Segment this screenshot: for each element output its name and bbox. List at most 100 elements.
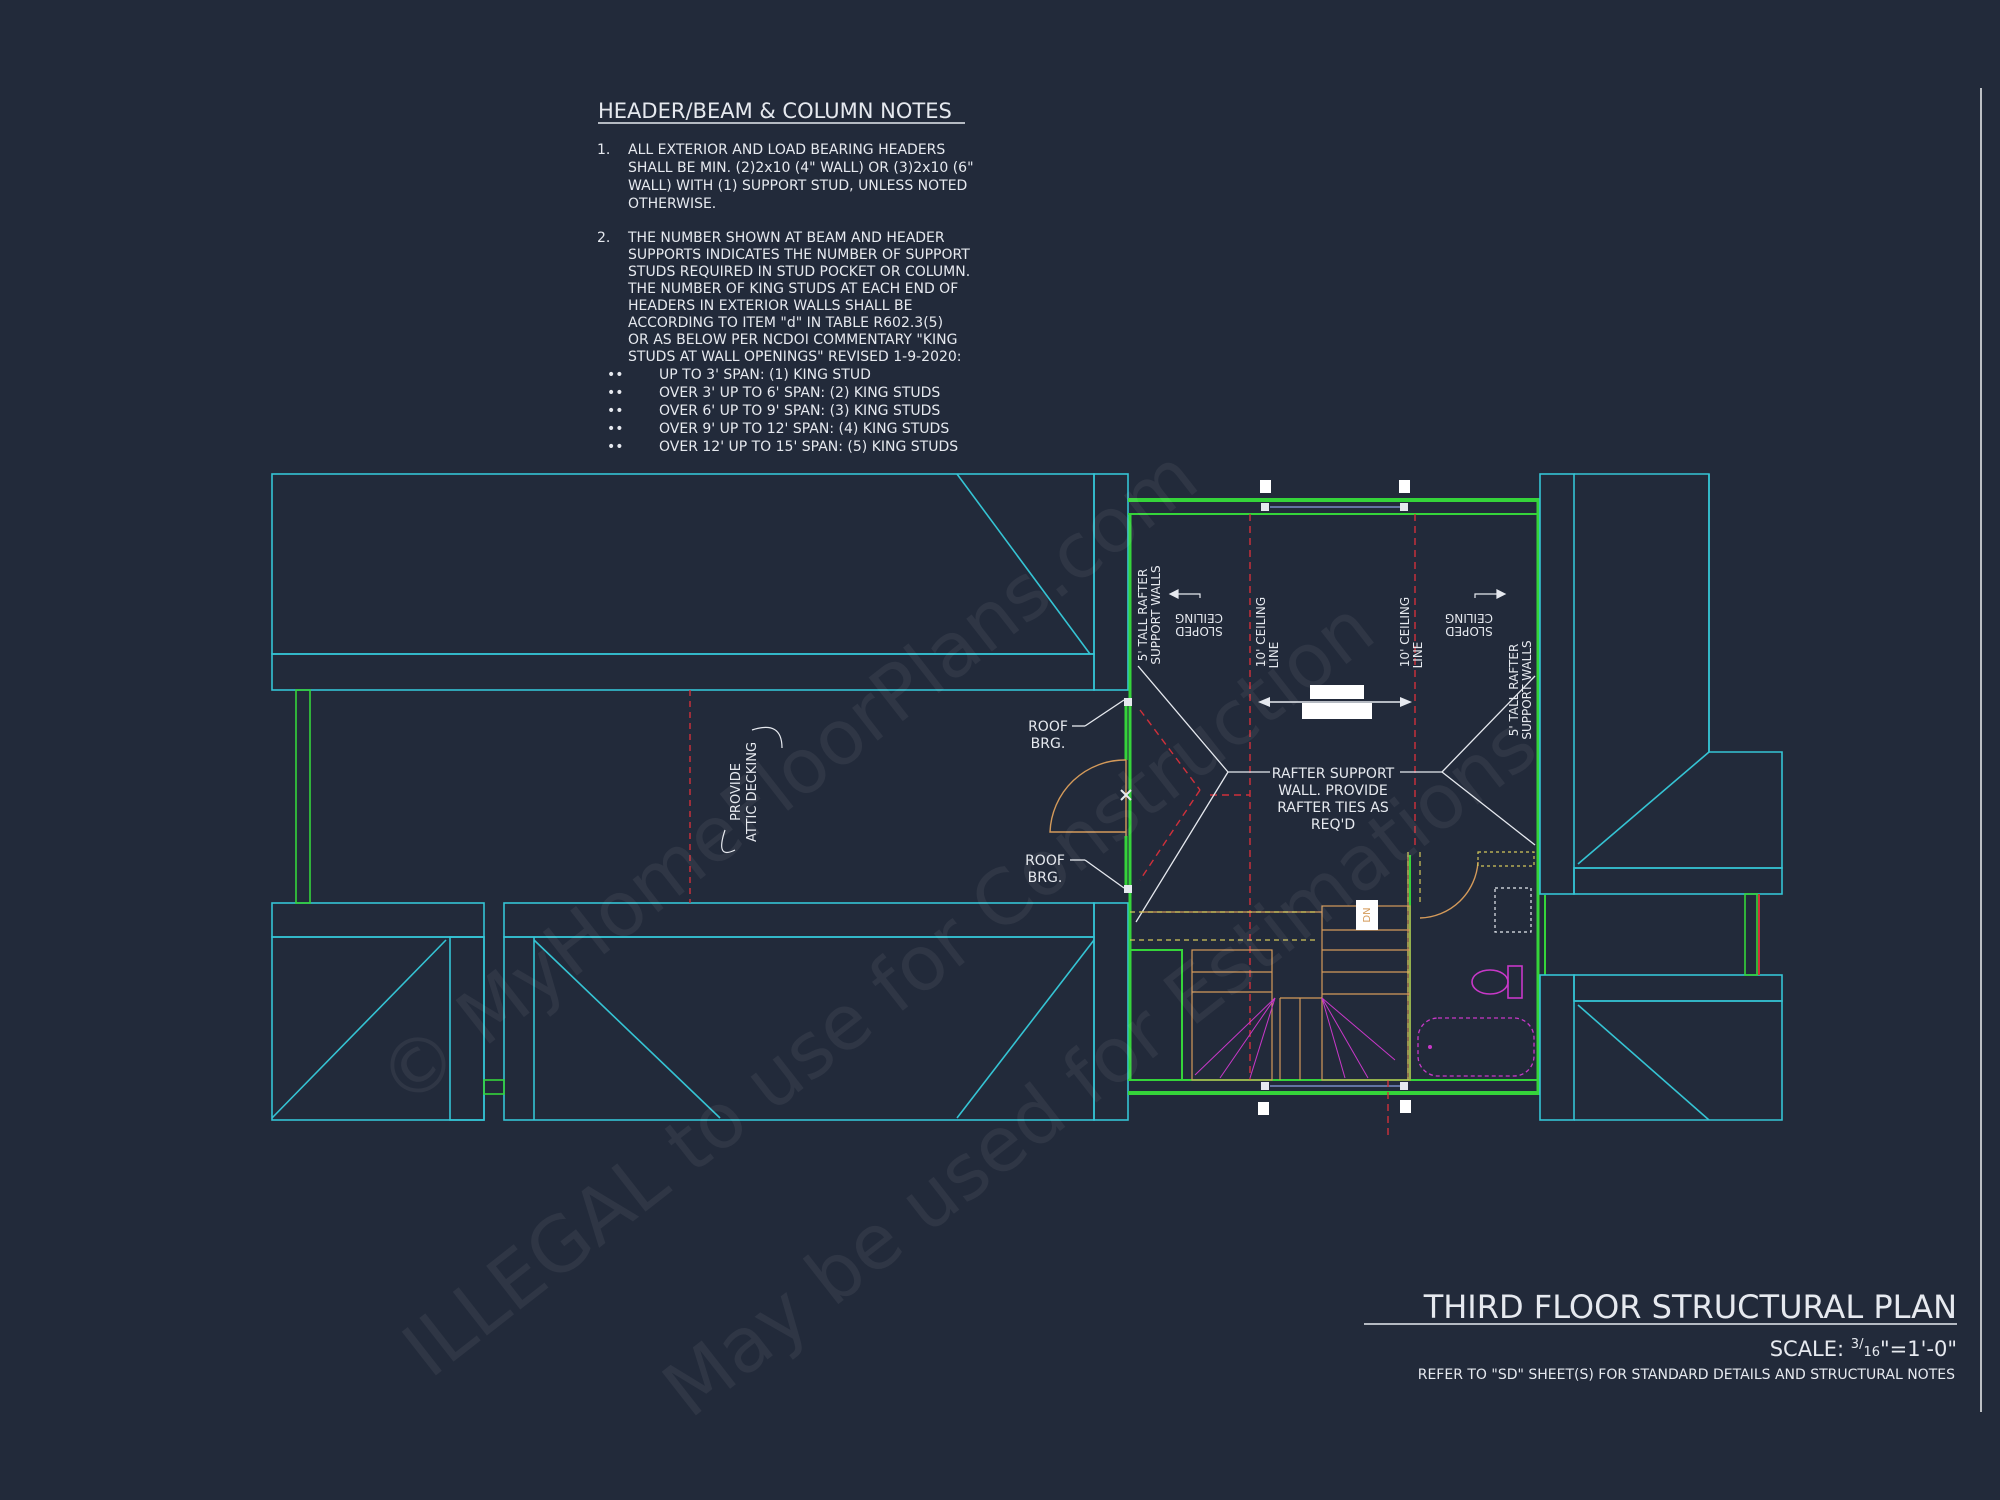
slope-arrow-head	[1168, 589, 1179, 599]
hip-line	[956, 473, 1091, 655]
small-wall-stub	[483, 1079, 505, 1095]
slope-arrow	[1474, 593, 1503, 598]
scale-suffix: "=1'-0"	[1880, 1337, 1957, 1361]
door-swing	[1419, 861, 1479, 919]
hip-line	[956, 939, 1095, 1119]
right-upper-eave	[1573, 867, 1783, 895]
winder-line	[1219, 997, 1276, 1079]
refer-note: REFER TO "SD" SHEET(S) FOR STANDARD DETA…	[1418, 1367, 1955, 1383]
slope-arrow-head	[1496, 589, 1507, 599]
stair-dn-marker: DN	[1356, 900, 1378, 930]
decking-arrow	[751, 726, 783, 749]
bullet-text: UP TO 3' SPAN: (1) KING STUD	[659, 367, 871, 383]
note-2-line: THE NUMBER OF KING STUDS AT EACH END OF	[627, 281, 958, 297]
span-arrow-head	[1258, 697, 1270, 707]
ceiling-line-left-label: LINE	[1267, 642, 1281, 669]
stair-dn-label: DN	[1362, 907, 1373, 922]
note-1-text: ALL EXTERIOR AND LOAD BEARING HEADERS SH…	[628, 142, 974, 212]
sloped-ceiling-left-label: CEILING	[1175, 611, 1223, 625]
beam-lines	[1130, 852, 1421, 1080]
roof-brg-label-upper: BRG.	[1031, 736, 1066, 752]
winder-line	[1321, 997, 1369, 1079]
roof-brg-label-upper: ROOF	[1028, 719, 1068, 735]
winder-line	[1321, 997, 1396, 1061]
scale-label: SCALE: 3/16"=1'-0"	[1770, 1337, 1957, 1361]
stair-outline	[1191, 949, 1273, 1081]
note-2-line: STUDS AT WALL OPENINGS" REVISED 1-9-2020…	[628, 349, 962, 365]
rafter-support-note: REQ'D	[1311, 817, 1355, 833]
drawing-title: THIRD FLOOR STRUCTURAL PLAN	[1423, 1288, 1957, 1326]
bullet-text: OVER 6' UP TO 9' SPAN: (3) KING STUDS	[659, 403, 940, 419]
beam-tag	[1310, 685, 1364, 699]
hip-line	[1577, 751, 1710, 865]
leader-line	[1441, 771, 1536, 846]
leader-line	[1084, 859, 1125, 889]
closet-wall	[1129, 949, 1183, 1081]
right-wall-stub	[1744, 893, 1760, 976]
roof-brg-post	[1124, 885, 1132, 893]
window-tag	[1400, 1100, 1411, 1113]
attic-walls	[295, 689, 505, 1095]
roof-brg-label-lower: ROOF	[1025, 853, 1065, 869]
stair-winders	[1194, 997, 1396, 1079]
bathtub	[1417, 1017, 1535, 1077]
winder-line	[1194, 997, 1276, 1076]
leader-line	[1137, 665, 1229, 773]
note-1-line: OTHERWISE.	[628, 196, 716, 212]
bullet-marker: ••	[607, 367, 624, 383]
header-post	[1261, 1082, 1269, 1090]
left-roof-outlines	[271, 473, 1129, 1121]
rafter-support-note: RAFTER TIES AS	[1277, 800, 1389, 816]
scale-numerator: 3	[1851, 1337, 1859, 1352]
note-2-line: HEADERS IN EXTERIOR WALLS SHALL BE	[628, 298, 912, 314]
note-2-line: SUPPORTS INDICATES THE NUMBER OF SUPPORT	[628, 247, 970, 263]
diagonal-dash	[1139, 789, 1201, 881]
bullet-text: OVER 12' UP TO 15' SPAN: (5) KING STUDS	[659, 439, 958, 455]
lower-left-eave-band	[271, 902, 485, 938]
right-roof-column	[1539, 473, 1575, 895]
right-roof-outlines	[1539, 473, 1783, 1121]
attic-decking-label: PROVIDE	[729, 763, 744, 821]
sloped-ceiling-right-label: SLOPED	[1445, 624, 1492, 638]
window-tag	[1399, 480, 1410, 493]
beam-tag	[1302, 703, 1372, 719]
bathroom-fixtures	[1417, 851, 1535, 1077]
scale-denominator: 16	[1863, 1345, 1880, 1360]
leader-line	[1135, 771, 1229, 923]
scale-prefix: SCALE:	[1770, 1337, 1851, 1361]
king-stud-list: •• UP TO 3' SPAN: (1) KING STUD •• OVER …	[607, 367, 958, 455]
green-wall-stub	[1744, 893, 1758, 976]
ceiling-line-right-label: LINE	[1411, 642, 1425, 669]
bullet-marker: ••	[607, 421, 624, 437]
window-tag	[1258, 1102, 1269, 1115]
vanity-sink	[1494, 887, 1532, 933]
rafter-walls-right-label: 5' TALL RAFTER	[1507, 644, 1521, 737]
hip-line	[271, 939, 447, 1119]
title-block: THIRD FLOOR STRUCTURAL PLAN SCALE: 3/16"…	[1364, 1288, 1957, 1383]
sloped-ceiling-right-label: CEILING	[1445, 611, 1493, 625]
note-1-number: 1.	[597, 142, 610, 158]
winder-line	[1321, 997, 1346, 1079]
note-2-line: OR AS BELOW PER NCDOI COMMENTARY "KING	[628, 332, 958, 348]
note-2-line: STUDS REQUIRED IN STUD POCKET OR COLUMN.	[628, 264, 970, 280]
right-lower-roof	[1574, 1000, 1783, 1121]
attic-decking-label: ATTIC DECKING	[745, 742, 760, 842]
hip-line	[533, 939, 721, 1119]
close-icon	[1120, 789, 1132, 801]
rafter-walls-left-label: 5' TALL RAFTER	[1136, 569, 1150, 662]
toilet	[1471, 969, 1509, 995]
winder-line	[1249, 997, 1276, 1079]
door-swing	[1049, 759, 1127, 833]
note-2-number: 2.	[597, 230, 610, 246]
toilet-tank	[1507, 965, 1523, 999]
rafter-walls-right-label: SUPPORT WALLS	[1520, 640, 1534, 739]
slope-arrow	[1172, 593, 1201, 598]
bullet-marker: ••	[607, 385, 624, 401]
leader-line	[1084, 699, 1125, 727]
roof-column-lower	[1093, 902, 1129, 1121]
header-post	[1400, 503, 1408, 511]
slope-arrows	[1168, 589, 1507, 599]
header-post	[1400, 1082, 1408, 1090]
right-lower-column	[1539, 974, 1575, 1121]
